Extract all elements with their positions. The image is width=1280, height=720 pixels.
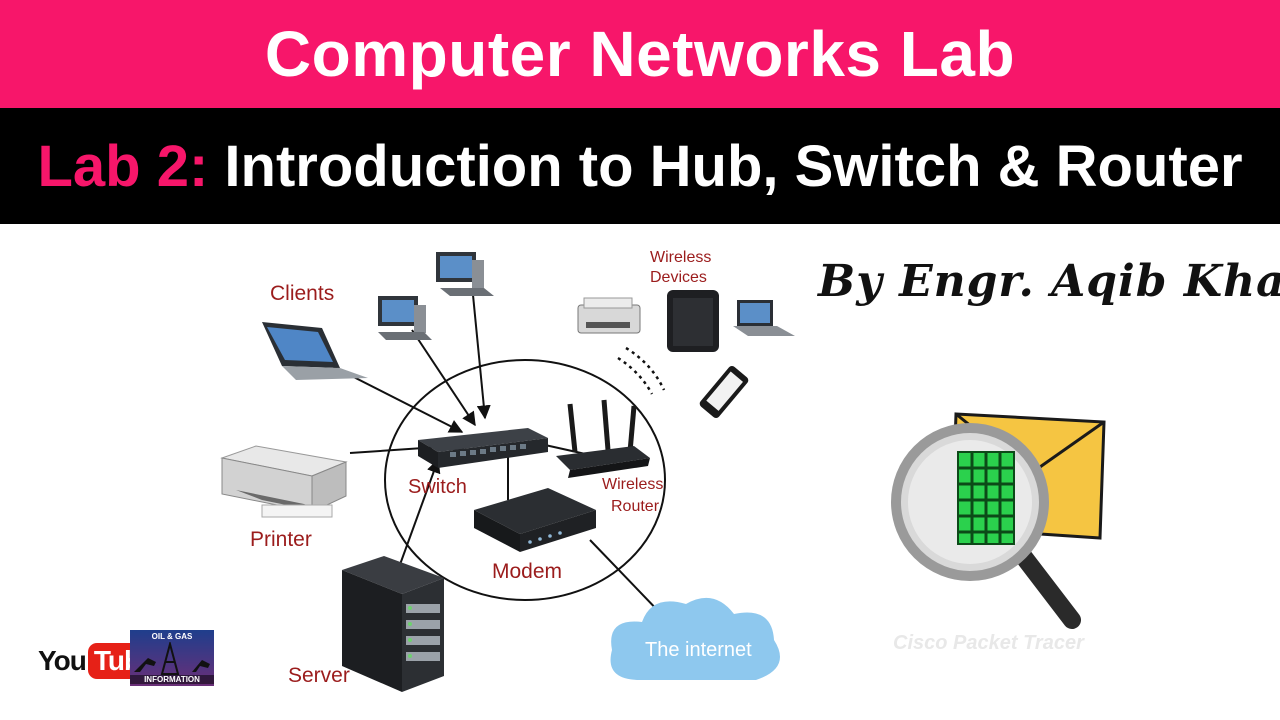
wireless-laptop-icon	[733, 300, 795, 336]
wifi-waves-icon	[617, 346, 666, 395]
internet-cloud-icon	[610, 597, 780, 680]
printer-icon	[220, 445, 348, 518]
desktop-icon	[378, 296, 432, 340]
oil-gas-information-logo: OIL & GAS INFORMATION	[130, 630, 214, 686]
internet-label: The internet	[645, 639, 752, 661]
server-icon	[342, 556, 444, 692]
switch-icon	[418, 428, 548, 468]
youtube-logo-you: You	[38, 645, 87, 676]
clients-label: Clients	[270, 282, 334, 305]
wireless-printer-icon	[577, 297, 641, 334]
wireless-router-label: Router	[611, 498, 660, 515]
modem-label: Modem	[492, 560, 562, 583]
laptop-icon	[262, 322, 368, 380]
switch-label: Switch	[408, 476, 467, 498]
smartphone-icon	[699, 366, 749, 418]
lab-subtitle: Lab 2: Introduction to Hub, Switch & Rou…	[37, 133, 1242, 200]
wireless-speaker-icon	[667, 290, 719, 352]
server-label: Server	[288, 664, 350, 687]
author-credit: By Engr. Aqib Khan	[818, 256, 1280, 307]
lab-number: Lab 2:	[37, 133, 209, 199]
oil-gas-logo-top-text: OIL & GAS	[151, 632, 193, 641]
wireless-devices-label: Wireless	[650, 249, 711, 266]
wireless-router-label: Wireless	[602, 476, 663, 493]
oil-gas-logo-bottom-text: INFORMATION	[130, 675, 214, 684]
modem-icon	[474, 488, 596, 552]
subtitle-banner: Lab 2: Introduction to Hub, Switch & Rou…	[0, 108, 1280, 224]
oil-rig-icon	[134, 642, 210, 675]
network-diagram: Clients Wireless Devices Switch Wireless…	[220, 249, 1106, 692]
lab-topic: Introduction to Hub, Switch & Router	[224, 133, 1243, 199]
desktop-icon	[436, 252, 494, 296]
page-title: Computer Networks Lab	[264, 18, 1016, 90]
cisco-packet-tracer-caption: Cisco Packet Tracer	[893, 632, 1084, 654]
printer-label: Printer	[250, 528, 312, 551]
wireless-router-icon	[556, 399, 650, 478]
title-banner: Computer Networks Lab	[0, 0, 1280, 108]
cisco-packet-tracer-icon	[891, 412, 1106, 629]
wireless-devices-label: Devices	[650, 269, 707, 286]
network-boundary	[384, 359, 666, 601]
